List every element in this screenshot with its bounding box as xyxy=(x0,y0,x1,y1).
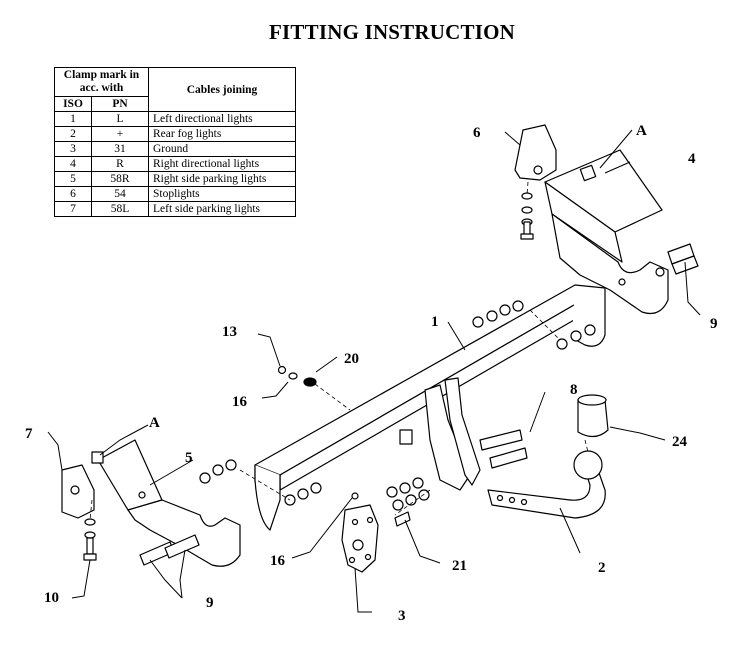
socket-plate xyxy=(341,504,379,573)
tow-ball-cap xyxy=(577,394,609,438)
top-bracket xyxy=(514,124,557,181)
callout-3: 3 xyxy=(398,608,406,624)
callout-21: 21 xyxy=(452,558,467,574)
pn-header: PN xyxy=(91,96,149,112)
bar-left-plate xyxy=(254,465,281,531)
page-title: FITTING INSTRUCTION xyxy=(269,20,515,44)
callout-16-left: 16 xyxy=(232,394,248,410)
right-bolts xyxy=(667,243,699,275)
callout-6: 6 xyxy=(473,125,481,141)
callout-2: 2 xyxy=(598,560,606,576)
center-mount-bracket xyxy=(399,377,481,491)
callout-5: 5 xyxy=(185,450,193,466)
left-screw-set xyxy=(277,365,317,387)
center-top-fasteners xyxy=(472,300,596,350)
callout-20: 20 xyxy=(344,351,359,367)
socket-washer xyxy=(351,492,359,500)
pn-cell: 58L xyxy=(91,201,149,217)
left-end-fasteners xyxy=(199,459,322,506)
cables-joining-header: Cables joining xyxy=(148,67,296,112)
bottom-left-bolt xyxy=(83,518,97,561)
top-clamp-nut xyxy=(579,164,597,182)
callout-13: 13 xyxy=(222,324,237,340)
socket-bolt xyxy=(394,511,411,527)
cable-cell: Right side parking lights xyxy=(148,171,296,187)
center-bottom-fasteners xyxy=(386,477,430,511)
callout-10: 10 xyxy=(44,590,59,606)
bar-right-plate xyxy=(571,284,606,347)
left-small-bracket xyxy=(61,464,95,519)
callout-a-top: A xyxy=(636,123,647,139)
cable-cell: Left side parking lights xyxy=(148,201,296,217)
mount-bolts xyxy=(479,429,528,469)
table-row: 4 R Right directional lights xyxy=(54,156,296,172)
callout-8: 8 xyxy=(570,382,578,398)
callout-4: 4 xyxy=(688,151,696,167)
cable-cell: Right directional lights xyxy=(148,156,296,172)
right-side-bracket xyxy=(544,149,669,315)
clamp-mark-header: Clamp mark in acc. with xyxy=(54,67,149,97)
pn-cell: 58R xyxy=(91,171,149,187)
table-header-row: Clamp mark in acc. with Cables joining xyxy=(54,67,296,112)
left-clamp-nut xyxy=(91,451,104,464)
callout-1: 1 xyxy=(431,314,439,330)
left-side-bracket xyxy=(97,439,241,567)
table-row: 5 58R Right side parking lights xyxy=(54,171,296,187)
tow-ball-arm xyxy=(487,450,606,519)
crossbar xyxy=(254,284,601,491)
cable-table: Clamp mark in acc. with Cables joining I… xyxy=(54,67,296,217)
callout-9-bottom: 9 xyxy=(206,595,214,611)
callout-a-left: A xyxy=(149,415,160,431)
table-row: 6 54 Stoplights xyxy=(54,186,296,202)
callout-9-right: 9 xyxy=(710,316,718,332)
callout-16-bottom: 16 xyxy=(270,553,286,569)
top-bolt xyxy=(520,192,534,240)
bottom-bolts xyxy=(139,534,200,566)
table-row: 7 58L Left side parking lights xyxy=(54,201,296,217)
callout-24: 24 xyxy=(672,434,688,450)
callout-7: 7 xyxy=(25,426,33,442)
leader-lines xyxy=(47,129,701,613)
cable-cell: Stoplights xyxy=(148,186,296,202)
